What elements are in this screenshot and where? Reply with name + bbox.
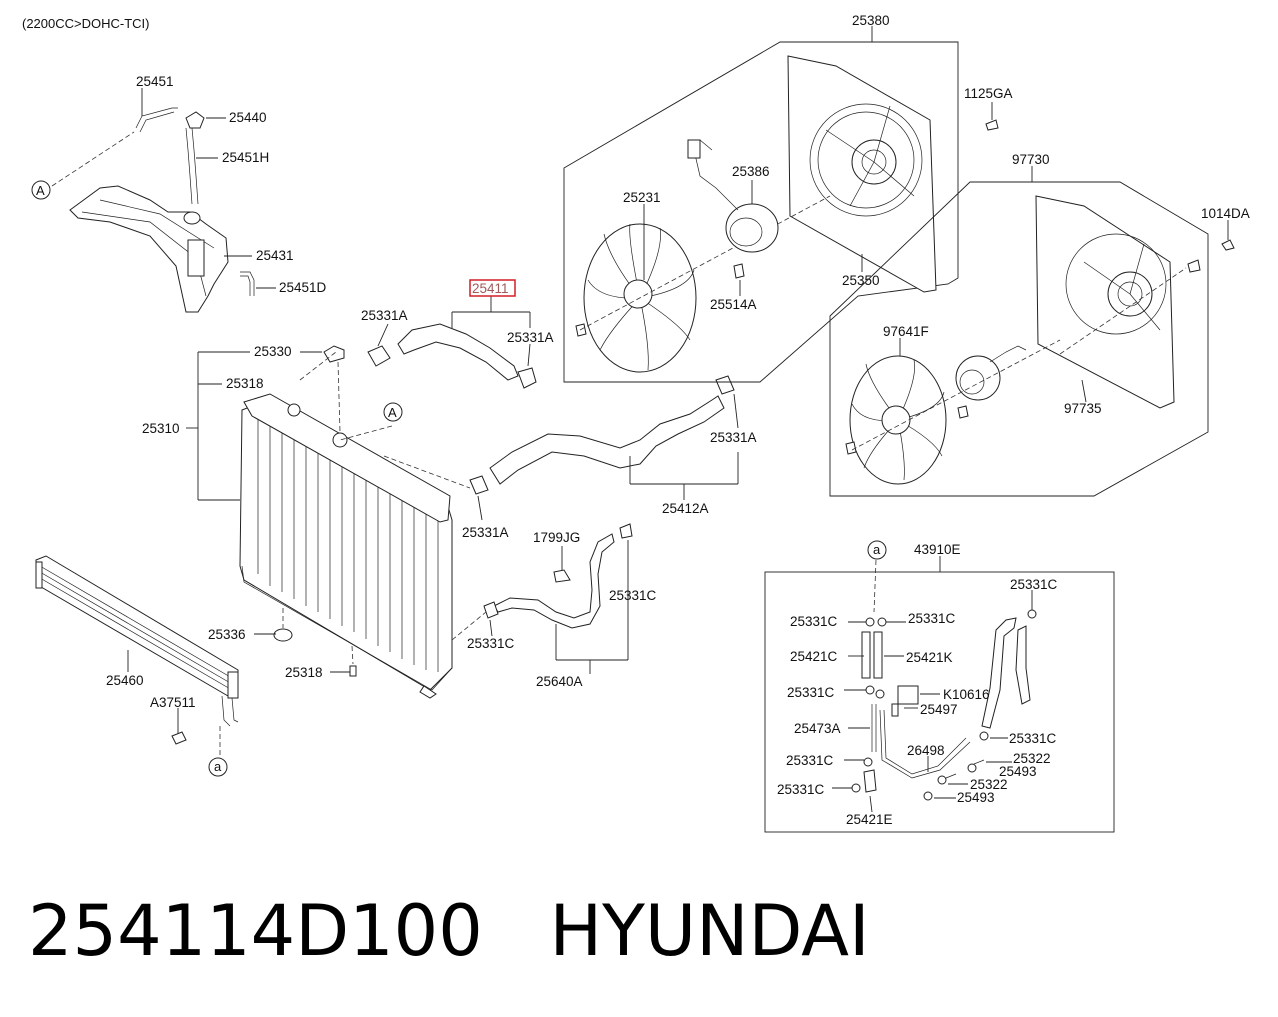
callout-25330: 25330 bbox=[254, 344, 292, 359]
ref-circle-a-upper-label: a bbox=[873, 542, 881, 557]
highlight-box bbox=[469, 279, 516, 297]
callout-25473A: 25473A bbox=[794, 721, 841, 736]
callout-25640A: 25640A bbox=[536, 674, 583, 689]
callout-25451D: 25451D bbox=[279, 280, 327, 295]
callout-25411-highlighted[interactable]: 25411 bbox=[472, 281, 509, 296]
ref-circle-A-lower bbox=[383, 402, 403, 422]
callout-25231: 25231 bbox=[623, 190, 661, 205]
callout-25440: 25440 bbox=[229, 110, 267, 125]
fan-shroud-group-97730 bbox=[829, 166, 1235, 497]
callout-25412A: 25412A bbox=[662, 501, 709, 516]
ref-circle-A-upper-label: A bbox=[36, 183, 45, 198]
callout-97730: 97730 bbox=[1012, 152, 1050, 167]
ref-circle-A-upper bbox=[31, 180, 51, 200]
callout-25514A: 25514A bbox=[710, 297, 757, 312]
callout-97735: 97735 bbox=[1064, 401, 1102, 416]
ref-circle-A-lower-label: A bbox=[388, 405, 397, 420]
callout-25331A-upper-right: 25331A bbox=[710, 430, 757, 445]
callout-25310: 25310 bbox=[142, 421, 180, 436]
callout-25451: 25451 bbox=[136, 74, 174, 89]
upper-hose-25411 bbox=[367, 279, 537, 389]
callout-25331A-lower: 25331A bbox=[462, 525, 509, 540]
callout-25331C-hose-left: 25331C bbox=[467, 636, 515, 651]
callout-25493-lower: 25493 bbox=[957, 790, 995, 805]
ref-circle-a-lower-label: a bbox=[214, 759, 222, 774]
bolt-1125GA bbox=[985, 119, 999, 131]
callout-43910E: 43910E bbox=[914, 542, 961, 557]
callout-25318-upper: 25318 bbox=[226, 376, 264, 391]
ref-circle-a-upper bbox=[867, 540, 887, 560]
part-caption: 254114D100 HYUNDAI bbox=[28, 890, 870, 972]
lower-hose-group bbox=[383, 375, 739, 521]
callout-25431: 25431 bbox=[256, 248, 294, 263]
callout-25331C-kit-left-1: 25331C bbox=[790, 614, 838, 629]
callout-25331C-kit-left-4: 25331C bbox=[777, 782, 825, 797]
variant-note: (2200CC>DOHC-TCI) bbox=[22, 16, 150, 31]
callout-K10616: K10616 bbox=[943, 687, 990, 702]
callout-25380: 25380 bbox=[852, 13, 890, 28]
oil-cooler-group bbox=[35, 555, 239, 756]
callout-25350: 25350 bbox=[842, 273, 880, 288]
callout-25322-lower: 25322 bbox=[970, 777, 1008, 792]
callout-25331A-right: 25331A bbox=[507, 330, 554, 345]
callout-25331C-kit-top-right: 25331C bbox=[1010, 577, 1058, 592]
callout-25331C-hose-right: 25331C bbox=[609, 588, 657, 603]
hose-25640A-group bbox=[451, 523, 633, 674]
hose-kit-43910E bbox=[764, 556, 1115, 833]
callout-97641F: 97641F bbox=[883, 324, 929, 339]
callout-26498: 26498 bbox=[907, 743, 945, 758]
callout-25497: 25497 bbox=[920, 702, 958, 717]
callout-25451H: 25451H bbox=[222, 150, 269, 165]
callout-25493-upper: 25493 bbox=[999, 764, 1037, 779]
callout-25331C-kit-right-1: 25331C bbox=[908, 611, 956, 626]
callout-1125GA: 1125GA bbox=[964, 86, 1013, 101]
callout-25331C-kit-left-3: 25331C bbox=[786, 753, 834, 768]
callout-25318-lower: 25318 bbox=[285, 665, 323, 680]
reservoir-group bbox=[51, 88, 276, 313]
fan-shroud-group-25380 bbox=[563, 26, 959, 383]
callout-25336: 25336 bbox=[208, 627, 246, 642]
callout-25386: 25386 bbox=[732, 164, 770, 179]
callout-A37511: A37511 bbox=[150, 695, 196, 710]
callout-25331C-kit-left-2: 25331C bbox=[787, 685, 835, 700]
ref-circle-a-lower bbox=[208, 757, 228, 777]
callout-1799JG: 1799JG bbox=[533, 530, 580, 545]
part-number: 254114D100 bbox=[28, 890, 483, 972]
callout-25421K: 25421K bbox=[906, 650, 953, 665]
callout-25331C-kit-right-2: 25331C bbox=[1009, 731, 1057, 746]
callout-25421E: 25421E bbox=[846, 812, 893, 827]
callout-25322-upper: 25322 bbox=[1013, 751, 1051, 766]
callout-25460: 25460 bbox=[106, 673, 144, 688]
callout-25331A-left: 25331A bbox=[361, 308, 408, 323]
callout-25421C: 25421C bbox=[790, 649, 838, 664]
brand-name: HYUNDAI bbox=[549, 890, 870, 972]
parts-diagram: (2200CC>DOHC-TCI) A 25451 25440 25451H 2… bbox=[22, 13, 1250, 833]
radiator-group bbox=[186, 345, 453, 699]
callout-1014DA: 1014DA bbox=[1201, 206, 1250, 221]
